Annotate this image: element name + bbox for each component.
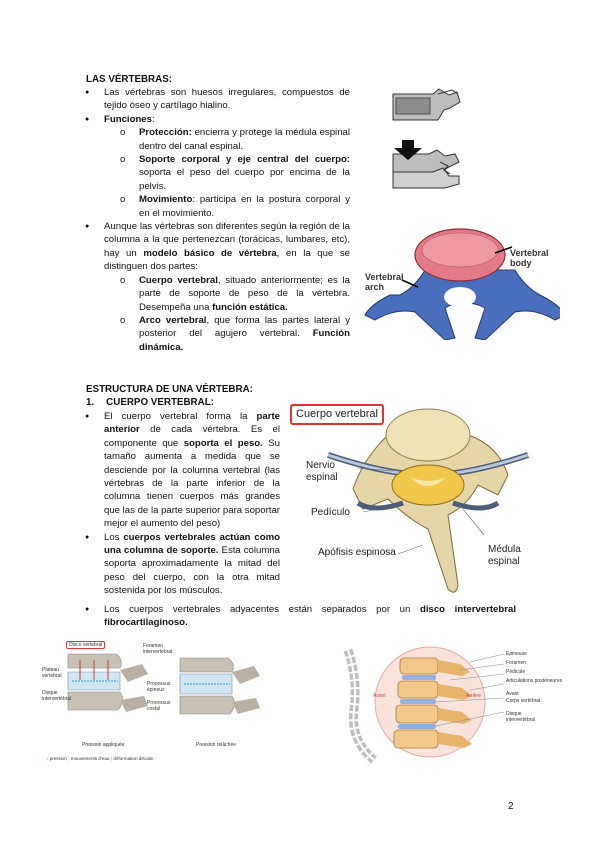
label-pedicule: Pédicule	[506, 669, 526, 675]
label-cuerpo-vertebral: Cuerpo vertebral	[290, 404, 384, 425]
list-item: Las vértebras son huesos irregulares, co…	[84, 86, 350, 113]
label-arriere: Arrière	[466, 693, 482, 699]
section2-list-last: Los cuerpos vertebrales adyacentes están…	[84, 603, 516, 630]
list-item: El cuerpo vertebral forma la parte anter…	[84, 410, 280, 531]
label-pediculo: Pedículo	[311, 507, 350, 518]
list-item: Soporte corporal y eje central del cuerp…	[120, 153, 350, 193]
label-medula-espinal: Médula espinal	[488, 544, 521, 567]
list-item: Aunque las vértebras son diferentes segú…	[84, 220, 350, 354]
spine-segment-illustration	[330, 640, 575, 765]
label-processus-epineux: Processus épineux	[147, 681, 171, 693]
label-pression-relachee: Pression relâchée	[196, 742, 237, 748]
label-vertebral-arch: Vertebral arch	[365, 272, 404, 292]
label-disque-intervertebral-right: Disque intervertébral	[506, 711, 536, 723]
label-plateau-vertebral: Plateau vertebral	[42, 667, 62, 679]
legend-text: ↓ pression ; mouvements d'eau ; déformat…	[46, 756, 155, 761]
label-vertebral-body: Vertebral body	[510, 248, 549, 268]
list-item: Cuerpo vertebral, situado anteriormente;…	[120, 274, 350, 314]
label-disque-intervertebral: Disque intervertébral	[42, 690, 72, 702]
section-heading-vertebras: LAS VÉRTEBRAS:	[86, 74, 173, 85]
label-avant-left: Avant	[373, 693, 386, 699]
section-heading-estructura: ESTRUCTURA DE UNA VÉRTEBRA:	[86, 384, 253, 395]
label-articulations-posterieures: Articulations postérieures	[506, 678, 563, 684]
vertebral-body-arch-illustration	[364, 228, 560, 340]
label-pression-appliquee: Pression appliquée	[82, 742, 125, 748]
list-item: Los cuerpos vertebrales adyacentes están…	[84, 603, 516, 630]
list-item: Protección: encierra y protege la médula…	[120, 126, 350, 153]
disc-pressure-illustration	[60, 640, 270, 765]
subheading-cuerpo-vertebral: 1.CUERPO VERTEBRAL:	[86, 397, 214, 408]
vertebra-top-view-illustration	[288, 395, 550, 600]
section2-list: El cuerpo vertebral forma la parte anter…	[84, 410, 280, 598]
list-item: Movimiento: participa en la postura corp…	[120, 193, 350, 220]
label-foramen: Foramen	[506, 660, 527, 666]
vertebra-side-view-illustration	[392, 88, 461, 189]
label-foramen-intervertebral: Foramen intervertebral	[143, 643, 173, 655]
label-nervio-espinal: Nervio espinal	[306, 460, 338, 483]
label-processus-costal: Processus costal	[147, 700, 171, 712]
page-number: 2	[508, 801, 514, 812]
section1-list: Las vértebras son huesos irregulares, co…	[84, 86, 350, 354]
label-epineuse: Epineuse	[506, 651, 527, 657]
label-disco-vertebral: Disco vertebral	[66, 641, 106, 649]
list-item: Funciones: Protección: encierra y proteg…	[84, 113, 350, 220]
label-apofisis-espinosa: Apófisis espinosa	[318, 547, 396, 558]
label-avant: Avant	[506, 691, 519, 697]
label-corps-vertebral: Corps vertébral	[506, 698, 541, 704]
list-item: Los cuerpos vertebrales actúan como una …	[84, 531, 280, 598]
list-item: Arco vertebral, que forma las partes lat…	[120, 314, 350, 354]
